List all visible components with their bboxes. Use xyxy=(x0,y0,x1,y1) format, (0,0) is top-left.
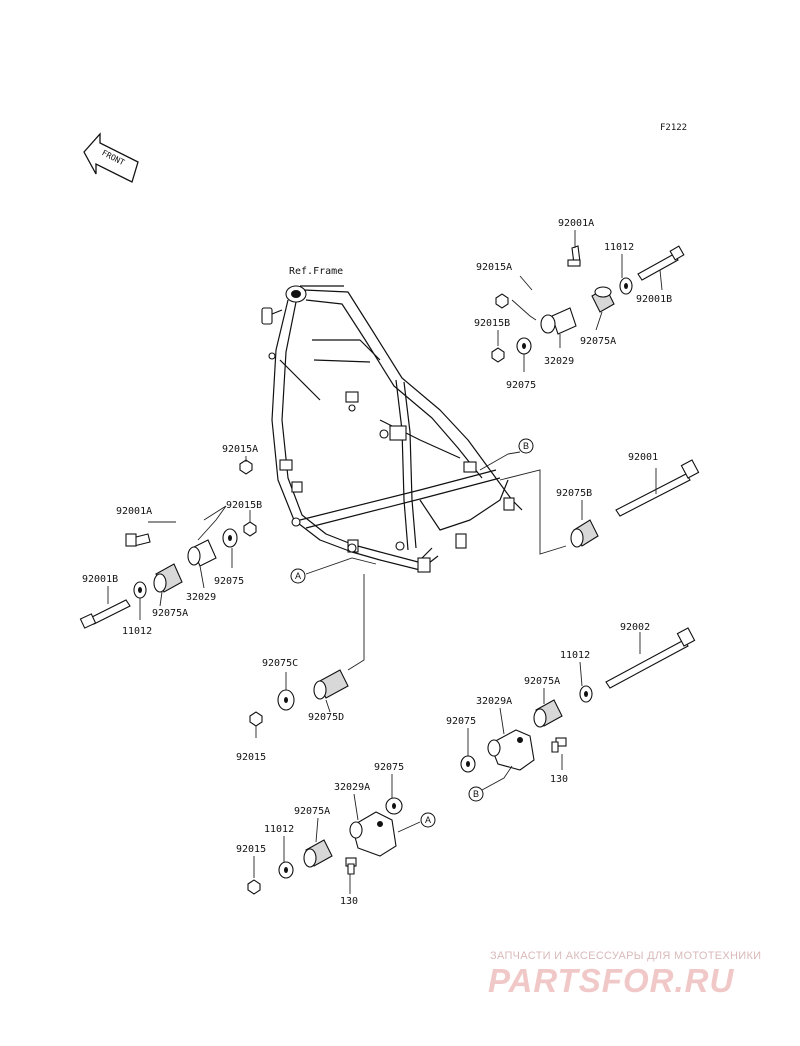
page-code: F2122 xyxy=(660,123,687,133)
label-92075-right: 92075 xyxy=(446,716,476,727)
marker-b-top: B xyxy=(518,438,534,454)
label-92001a-left: 92001A xyxy=(116,506,152,517)
label-92075-left: 92075 xyxy=(214,576,244,587)
label-92015b-left: 92015B xyxy=(226,500,262,511)
label-92075-top: 92075 xyxy=(506,380,536,391)
lower-mid-mount-group xyxy=(249,557,377,738)
label-92075a-right: 92075A xyxy=(524,676,560,687)
label-92015-bottom: 92015 xyxy=(236,844,266,855)
label-92001a-top: 92001A xyxy=(558,218,594,229)
label-130-right: 130 xyxy=(550,774,568,785)
label-92001b-top: 92001B xyxy=(636,294,672,305)
svg-text:A: A xyxy=(425,815,431,825)
label-92015-mid: 92015 xyxy=(236,752,266,763)
ref-frame-label: Ref.Frame xyxy=(289,266,343,277)
marker-a-bottom: A xyxy=(420,812,436,828)
label-11012-right: 11012 xyxy=(560,650,590,661)
watermark-tagline: ЗАПЧАСТИ И АКСЕССУАРЫ ДЛЯ МОТОТЕХНИКИ xyxy=(490,950,762,962)
motorcycle-frame xyxy=(261,285,523,573)
label-92075-bottom: 92075 xyxy=(374,762,404,773)
marker-b-bottom: B xyxy=(468,786,484,802)
label-11012-top: 11012 xyxy=(604,242,634,253)
label-32029a-bottom: 32029A xyxy=(334,782,370,793)
label-92015a-left: 92015A xyxy=(222,444,258,455)
label-92015a-top: 92015A xyxy=(476,262,512,273)
svg-text:A: A xyxy=(295,571,301,581)
left-mount-group xyxy=(79,456,257,629)
label-92001: 92001 xyxy=(628,452,658,463)
label-92002: 92002 xyxy=(620,622,650,633)
svg-text:B: B xyxy=(523,441,529,451)
label-92075a-top: 92075A xyxy=(580,336,616,347)
label-92075b: 92075B xyxy=(556,488,592,499)
front-arrow-icon: FRONT xyxy=(83,132,139,183)
label-92001b-left: 92001B xyxy=(82,574,118,585)
top-right-mount-group xyxy=(491,230,685,372)
label-130-bottom: 130 xyxy=(340,896,358,907)
svg-text:B: B xyxy=(473,789,479,799)
label-92075a-left: 92075A xyxy=(152,608,188,619)
bottom-mount-group xyxy=(247,774,421,895)
label-92075d: 92075D xyxy=(308,712,344,723)
label-32029-left: 32029 xyxy=(186,592,216,603)
watermark-logo: PARTSFOR.RU xyxy=(488,962,735,999)
marker-a-left: A xyxy=(290,568,306,584)
label-32029a-right: 32029A xyxy=(476,696,512,707)
label-92075c: 92075C xyxy=(262,658,298,669)
label-11012-bottom: 11012 xyxy=(264,824,294,835)
label-92075a-bottom: 92075A xyxy=(294,806,330,817)
label-92015b-top: 92015B xyxy=(474,318,510,329)
right-mid-mount-group xyxy=(460,451,700,791)
label-32029-top: 32029 xyxy=(544,356,574,367)
label-11012-left: 11012 xyxy=(122,626,152,637)
